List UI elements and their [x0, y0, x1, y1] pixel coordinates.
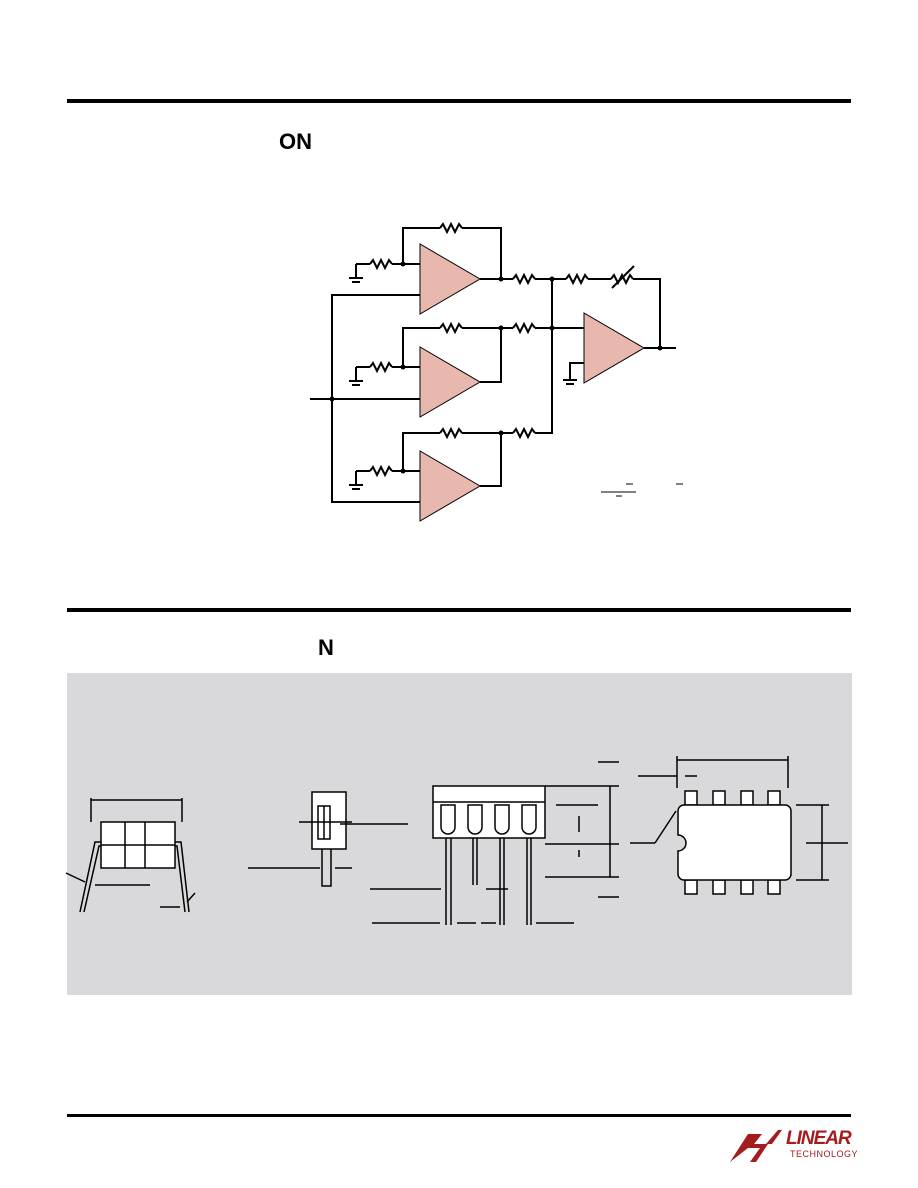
logo-wordmark: LINEAR	[786, 1128, 852, 1149]
op-amp-2	[419, 346, 481, 418]
op-amp-circuit-diagram	[310, 221, 683, 522]
middle-rule	[67, 608, 851, 612]
section-heading-package-description: N	[318, 635, 334, 660]
logo-subtitle: TECHNOLOGY	[790, 1149, 859, 1159]
op-amp-1	[419, 243, 481, 315]
top-rule	[67, 99, 851, 103]
linear-technology-logo: LINEAR TECHNOLOGY	[728, 1126, 858, 1166]
section-heading-typical-application: ON	[279, 129, 312, 154]
lt-logo-icon	[730, 1130, 782, 1162]
op-amp-4	[583, 312, 645, 384]
op-amp-3	[419, 450, 481, 522]
bottom-rule	[67, 1114, 851, 1117]
